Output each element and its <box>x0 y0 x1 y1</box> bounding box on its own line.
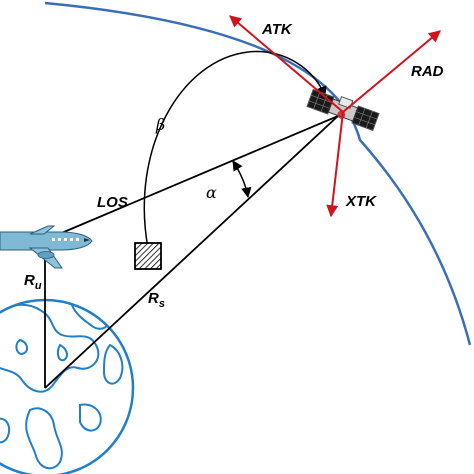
r-s-label: Rs <box>148 290 165 310</box>
xtk-axis <box>326 111 344 218</box>
xtk-label: XTK <box>345 193 377 210</box>
rad-axis <box>342 30 441 113</box>
atk-axis <box>229 15 344 113</box>
beta-arc <box>143 50 327 249</box>
target-area-icon <box>134 242 162 270</box>
los-label: LOS <box>97 194 128 211</box>
orbit-arc <box>44 1 472 346</box>
aircraft-icon <box>0 225 93 269</box>
satellite-icon <box>306 88 380 132</box>
satellite-axes <box>229 15 441 218</box>
alpha-label: α <box>206 183 217 202</box>
r-u-label: Ru <box>24 272 42 292</box>
alpha-arc <box>232 160 252 199</box>
los-line <box>44 115 339 241</box>
r-s-line <box>44 115 339 389</box>
atk-label: ATK <box>261 21 293 38</box>
beta-label: β <box>155 115 165 134</box>
rad-label: RAD <box>411 63 444 80</box>
